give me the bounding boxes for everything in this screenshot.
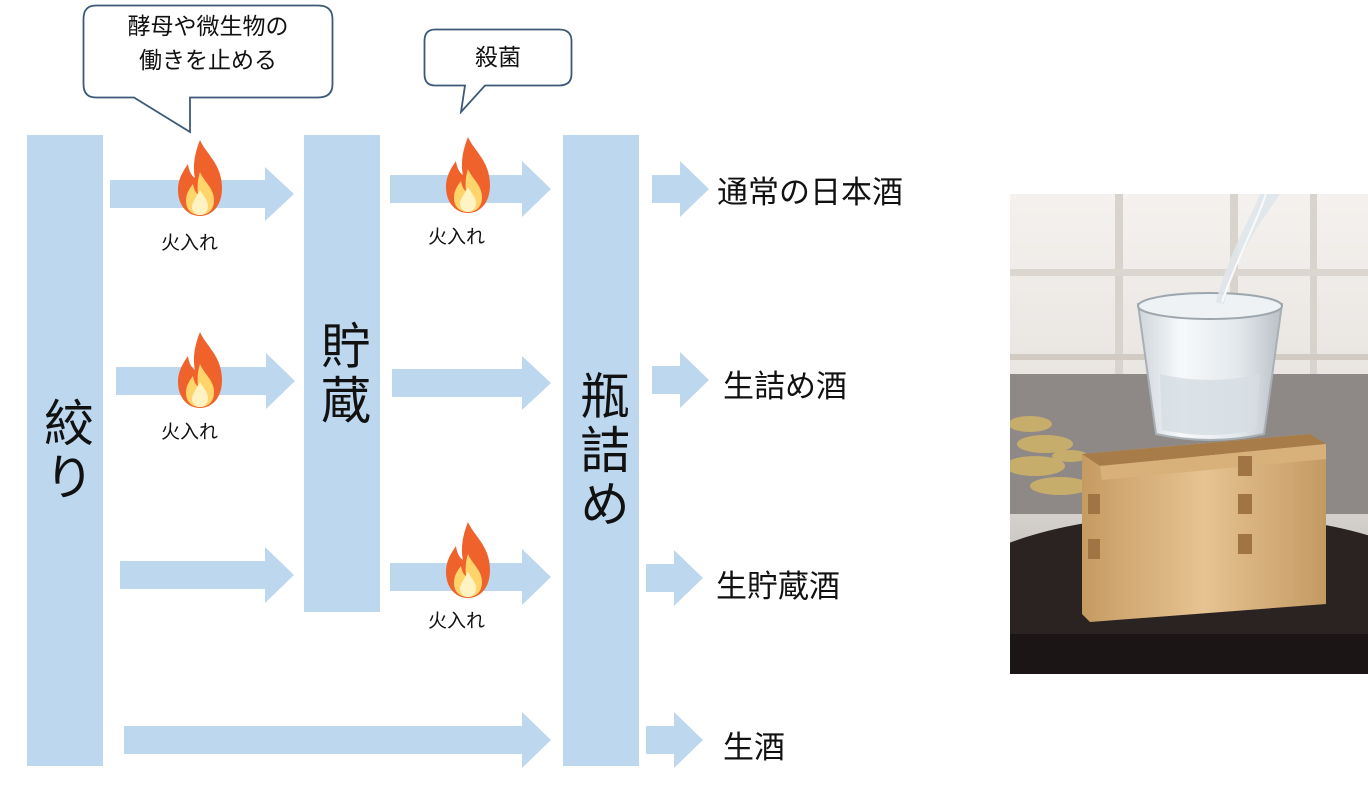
callout-first-heating-line2: 働きを止める	[139, 48, 277, 74]
output-namazake: 生酒	[723, 730, 785, 766]
process-shibori: 絞り	[27, 135, 103, 766]
arrow-binzume-row1	[652, 161, 709, 217]
sake-masu-photo	[1010, 194, 1368, 674]
arrow-binzume-row2	[652, 352, 709, 408]
callout-first-heating-line1: 酵母や微生物の	[127, 14, 289, 40]
heating-label: 火入れ	[428, 610, 486, 632]
arrow-binzume-row3	[646, 550, 703, 606]
callout-second-heating-text: 殺菌	[475, 45, 521, 71]
arrow-shibori-to-chozo-row3	[120, 547, 294, 603]
arrow-shibori-to-binzume-row4	[124, 712, 551, 768]
arrow-chozo-to-binzume-row2	[392, 356, 551, 410]
fire-icon	[446, 137, 490, 213]
fire-icon	[178, 140, 222, 216]
callout-first-heating-text: 酵母や微生物の 働きを止める	[82, 10, 334, 78]
heating-label: 火入れ	[428, 226, 486, 248]
output-namazume: 生詰め酒	[723, 369, 847, 405]
fire-icon	[446, 522, 490, 598]
arrow-binzume-row4	[646, 712, 703, 768]
process-binzume-label: 瓶詰め	[572, 369, 630, 532]
callout-second-heating	[423, 28, 573, 114]
fire-icon	[178, 332, 222, 408]
output-normal: 通常の日本酒	[717, 175, 903, 211]
process-binzume: 瓶詰め	[563, 135, 639, 766]
heating-label: 火入れ	[161, 421, 219, 443]
callout-first-heating	[82, 4, 334, 134]
heating-label: 火入れ	[161, 232, 219, 254]
process-shibori-label: 絞り	[36, 396, 94, 505]
process-chozo-label: 貯蔵	[313, 319, 371, 428]
output-namachozo: 生貯蔵酒	[716, 569, 840, 605]
process-chozo: 貯蔵	[304, 135, 380, 612]
